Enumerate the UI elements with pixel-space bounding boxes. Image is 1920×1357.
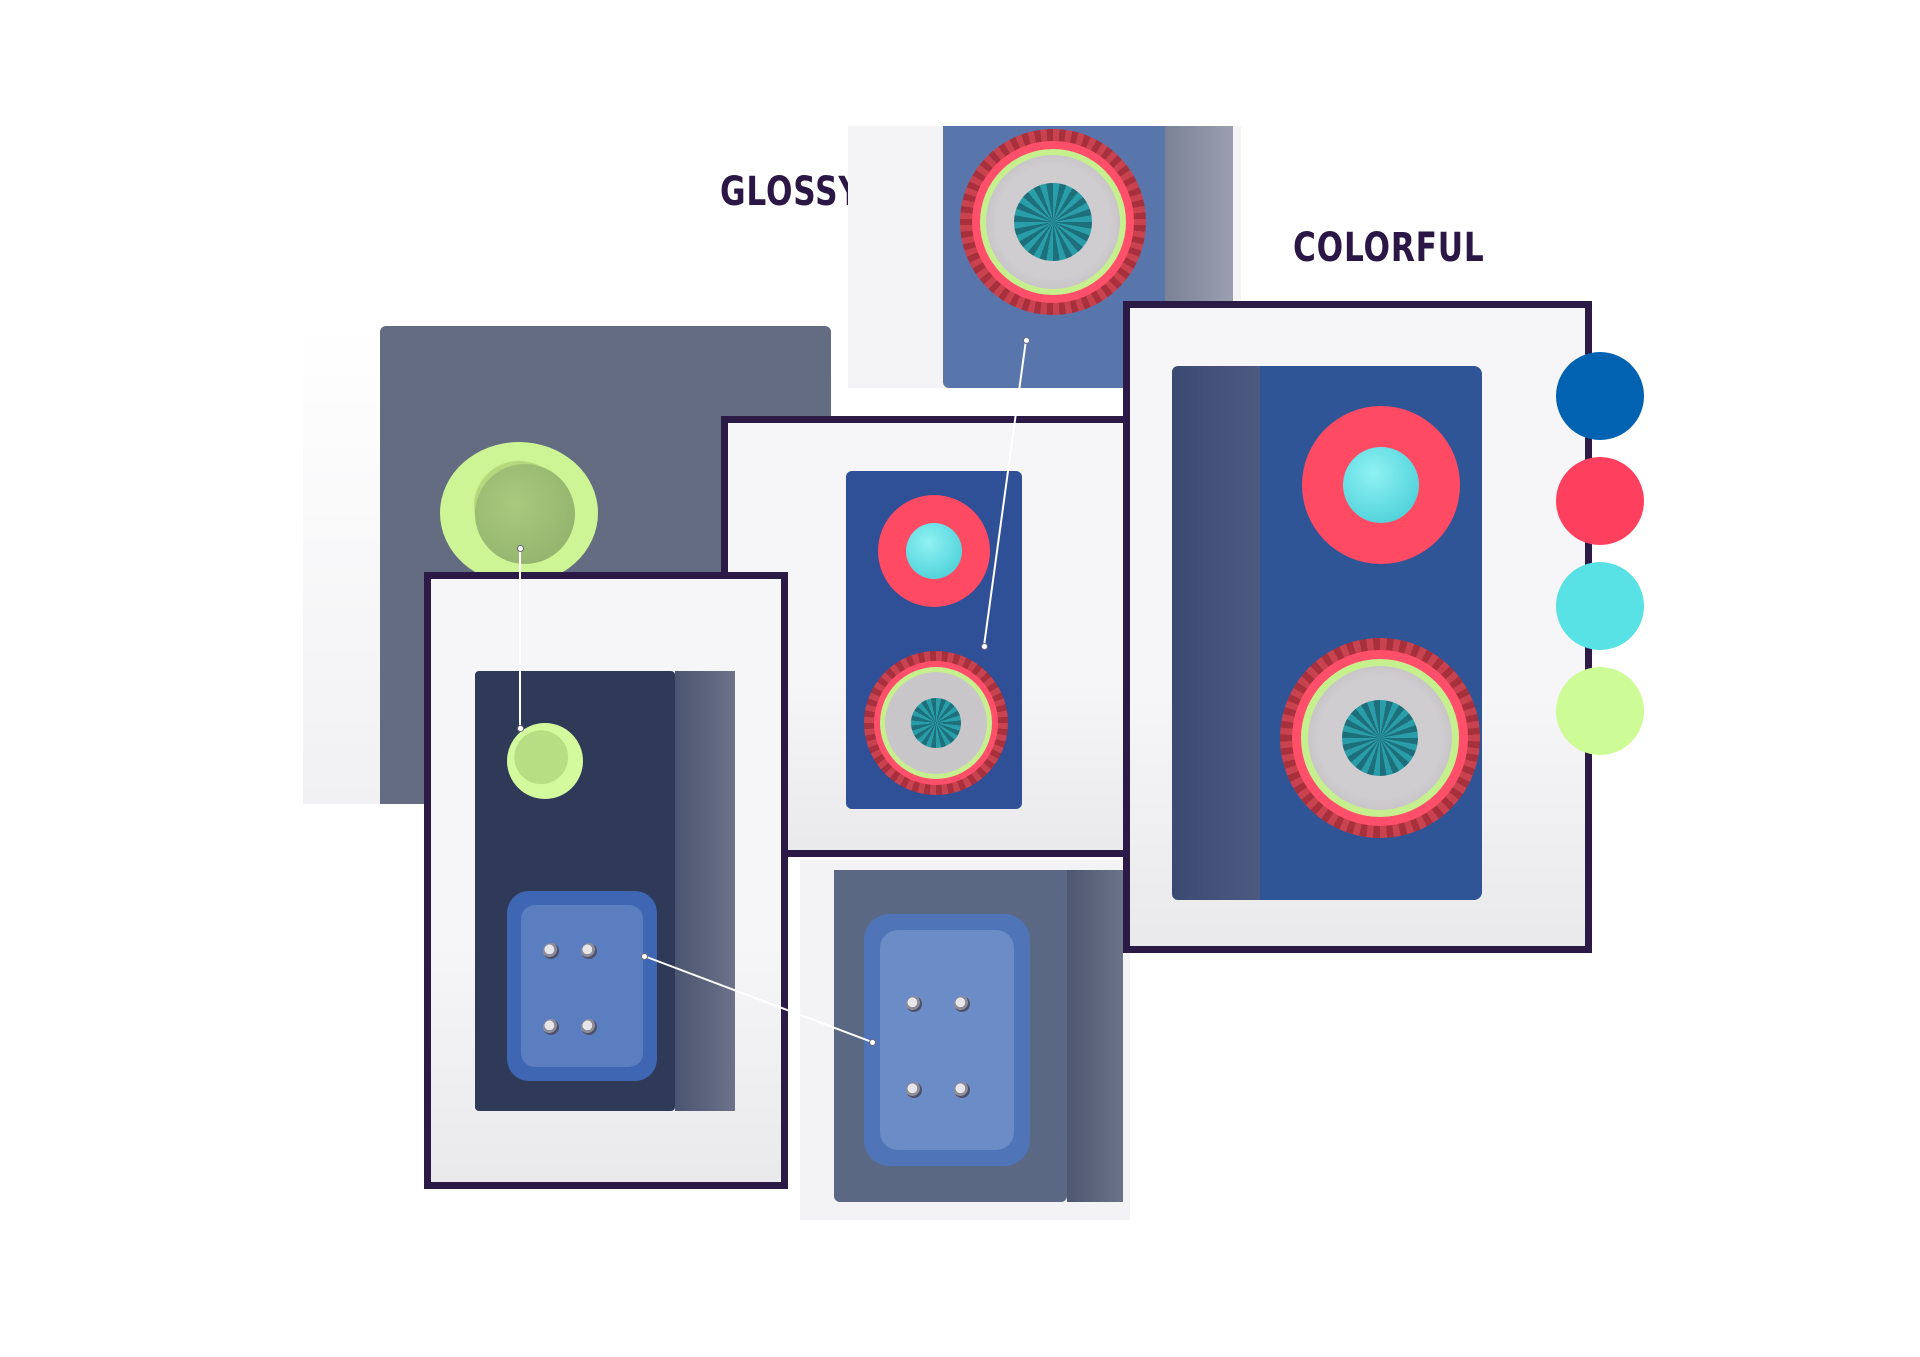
woofer-dust-cap xyxy=(1014,183,1092,261)
callout-dot-woofer-bottom xyxy=(981,643,988,650)
cabinet-back-side xyxy=(1067,870,1123,1202)
binding-post xyxy=(581,1019,597,1035)
tweeter-cyan-dome xyxy=(906,523,962,579)
woofer-dust-cap-small xyxy=(911,698,961,748)
closeup-terminal-back xyxy=(800,860,1130,1220)
binding-post xyxy=(906,1082,922,1098)
binding-post xyxy=(543,943,559,959)
port-lime-outer xyxy=(507,723,583,799)
render-front-frame xyxy=(721,416,1133,857)
render-colorful-frame xyxy=(1123,301,1592,953)
swatch-coral xyxy=(1556,457,1644,545)
swatch-blue xyxy=(1556,352,1644,440)
terminal-inner xyxy=(880,930,1014,1150)
cabinet-back-dark-side xyxy=(675,671,735,1111)
swatch-lime xyxy=(1556,667,1644,755)
hero-woofer-dust-cap xyxy=(1342,700,1418,776)
binding-post xyxy=(581,943,597,959)
binding-post xyxy=(954,1082,970,1098)
label-colorful: COLORFUL xyxy=(1293,225,1485,271)
tweeter-lime-inner xyxy=(475,464,575,564)
callout-dot-terminal-right xyxy=(869,1039,876,1046)
callout-dot-terminal-left xyxy=(641,953,648,960)
cabinet-hero-side xyxy=(1172,366,1260,900)
callout-dot-port-bottom xyxy=(517,725,524,732)
render-back-frame xyxy=(424,572,788,1189)
hero-tweeter-cyan xyxy=(1343,447,1419,523)
terminal-inner-dark xyxy=(521,905,643,1067)
callout-dot-woofer-top xyxy=(1023,337,1030,344)
label-glossy: GLOSSY xyxy=(720,169,862,215)
binding-post xyxy=(906,996,922,1012)
binding-post xyxy=(543,1019,559,1035)
binding-post xyxy=(954,996,970,1012)
callout-dot-port-top xyxy=(517,545,524,552)
closeup-woofer-top xyxy=(848,126,1241,388)
swatch-cyan xyxy=(1556,562,1644,650)
